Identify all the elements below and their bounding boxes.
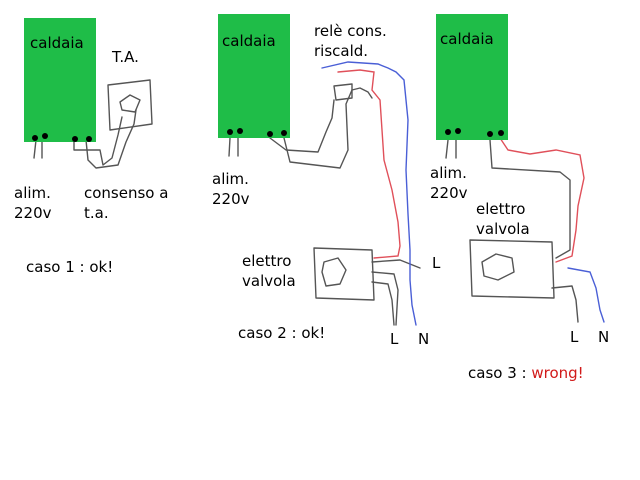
case2-power-label-2: 220v [212, 190, 250, 208]
case3-caption-prefix: caso 3 : [468, 364, 532, 382]
case2-l-side-label: L [432, 254, 441, 272]
case3-valve-label-1: elettro [476, 200, 526, 218]
case2-relay-label-2: riscald. [314, 42, 369, 60]
case3-power-label-2: 220v [430, 184, 468, 202]
case2-l-bottom-label: L [390, 330, 399, 348]
case2-red-wire [337, 69, 401, 259]
case2-boiler [218, 14, 290, 138]
case1-boiler-label: caldaia [30, 34, 84, 52]
case3-caption: caso 3 : wrong! [468, 364, 584, 383]
terminal-dot [42, 133, 48, 139]
terminal-dot [455, 128, 461, 134]
case1-consent-label-1: consenso a [84, 184, 169, 202]
thermostat-box [107, 79, 153, 131]
case2-valve-label-1: elettro [242, 252, 292, 270]
case3-red-wire [499, 137, 585, 263]
valve-box-3 [469, 239, 555, 299]
relay-box [333, 83, 353, 101]
terminal-dot [227, 129, 233, 135]
case2-valve-label-2: valvola [242, 272, 296, 290]
terminal-dot [487, 131, 493, 137]
case1-boiler [24, 18, 96, 142]
case3-blue-wire [567, 267, 605, 323]
terminal-dot [237, 128, 243, 134]
case1-caption: caso 1 : ok! [26, 258, 114, 276]
case2-boiler-label: caldaia [222, 32, 276, 50]
case1-consent-label-2: t.a. [84, 204, 109, 222]
terminal-dot [267, 131, 273, 137]
terminal-dot [72, 136, 78, 142]
case3-caption-wrong: wrong! [531, 364, 584, 382]
case2-relay-label-1: relè cons. [314, 22, 387, 40]
case3-n-bottom-label: N [598, 328, 610, 346]
case2-power-label-1: alim. [212, 170, 249, 188]
case1-power-label-2: 220v [14, 204, 52, 222]
case2-caption: caso 2 : ok! [238, 324, 326, 342]
terminal-dot [281, 130, 287, 136]
case3-boiler-label: caldaia [440, 30, 494, 48]
terminal-dot [32, 135, 38, 141]
case3-wires [445, 139, 579, 323]
case3-power-label-1: alim. [430, 164, 467, 182]
terminal-dot [498, 130, 504, 136]
case2-wires [228, 83, 421, 326]
terminal-dot [445, 129, 451, 135]
valve-box-2 [313, 247, 375, 301]
case1-wires [33, 79, 153, 169]
case3-boiler [436, 14, 508, 140]
case3-valve-label-2: valvola [476, 220, 530, 238]
case1-power-label-1: alim. [14, 184, 51, 202]
terminal-dot [86, 136, 92, 142]
case3-l-bottom-label: L [570, 328, 579, 346]
case2-blue-wire [321, 61, 417, 326]
case1-ta-label: T.A. [112, 48, 139, 66]
case2-n-bottom-label: N [418, 330, 430, 348]
